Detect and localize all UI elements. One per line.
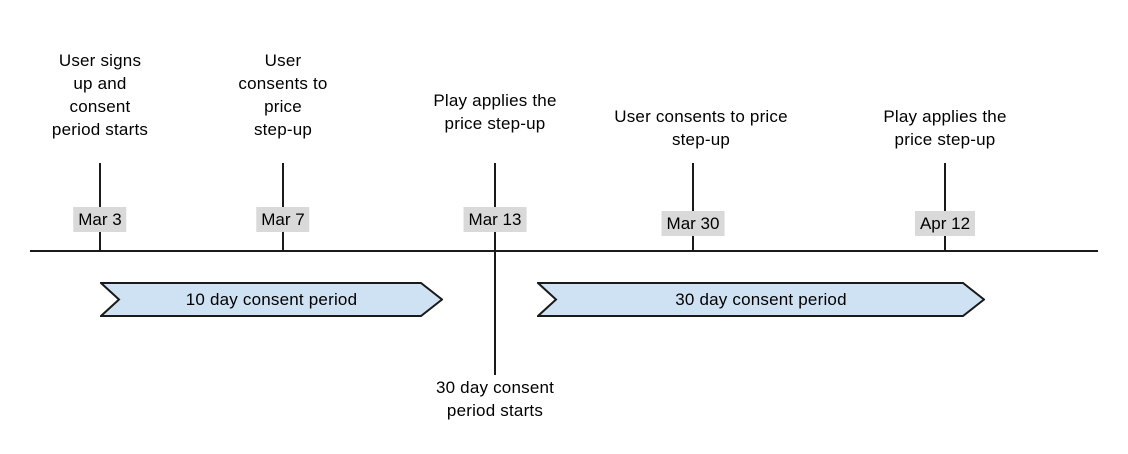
event-date-mar30: Mar 30 — [661, 211, 725, 236]
event-tick-mar13 — [494, 163, 496, 375]
event-label-signup: User signs up and consent period starts — [51, 51, 149, 139]
banner-label-10day: 10 day consent period — [185, 289, 358, 309]
event-label-apply-2: Play applies the price step-up — [883, 107, 1007, 149]
event-date-mar13: Mar 13 — [463, 207, 527, 232]
banner-label-30day: 30 day consent period — [675, 289, 847, 309]
event-date-apr12: Apr 12 — [914, 211, 976, 236]
timeline-axis — [30, 250, 1098, 252]
event-label-apply-1: Play applies the price step-up — [433, 91, 557, 133]
consent-period-banner-30day: 30 day consent period — [537, 282, 985, 317]
event-date-mar3: Mar 3 — [73, 207, 127, 232]
chevron-arrow-shape — [100, 282, 443, 317]
event-tick-mar30 — [692, 163, 694, 252]
event-label-consent-2: User consents to price step-up — [614, 107, 788, 149]
event-date-mar7: Mar 7 — [256, 207, 310, 232]
chevron-arrow-shape — [537, 282, 985, 317]
note-30day-period-starts: 30 day consent period starts — [435, 378, 555, 420]
event-tick-apr12 — [944, 163, 946, 252]
consent-period-banner-10day: 10 day consent period — [100, 282, 443, 317]
event-label-consent-1: User consents to price step-up — [238, 51, 328, 139]
